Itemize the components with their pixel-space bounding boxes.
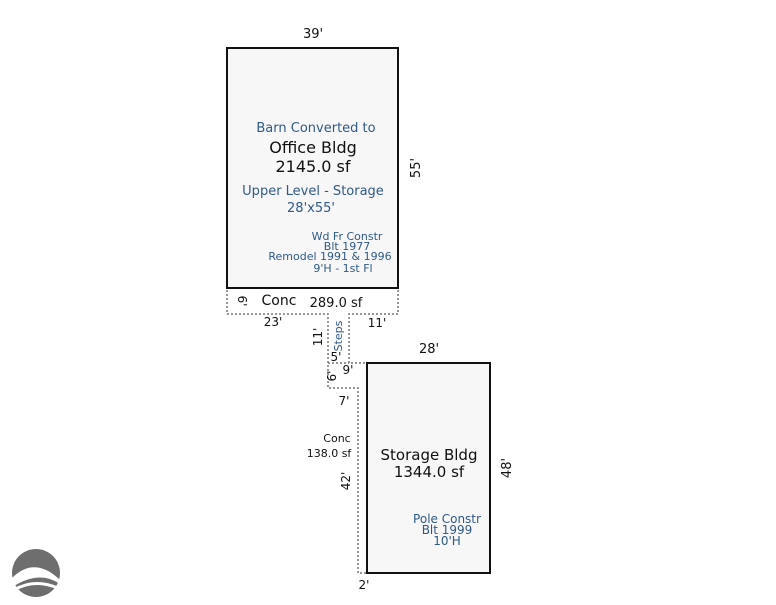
storage-name: Storage Bldg: [381, 446, 478, 464]
sun-over-hills-logo-icon: [12, 549, 60, 597]
office-description: Barn Converted to: [256, 121, 375, 136]
steps-dim-b: 9': [343, 363, 354, 377]
steps-dim-c: 6': [325, 371, 339, 382]
porch-right-dim: 11': [368, 316, 387, 330]
office-built: Blt 1977: [324, 240, 370, 253]
steps-dim-d: 7': [339, 394, 350, 408]
office-name: Office Bldg: [269, 138, 357, 157]
storage-built: Blt 1999: [422, 523, 473, 537]
office-depth-label: 55': [409, 158, 424, 178]
storage-depth-label: 48': [500, 458, 515, 478]
walk-name: Conc: [323, 432, 350, 445]
storage-building-outline: [366, 362, 491, 574]
storage-height: 10'H: [433, 534, 461, 548]
steps-label: Steps: [332, 320, 345, 351]
office-width-label: 39': [303, 27, 323, 42]
concrete-porch-outline: [226, 290, 399, 574]
storage-construction: Pole Constr: [413, 512, 481, 526]
walk-length-dim: 42': [339, 472, 353, 491]
porch-name: Conc: [262, 293, 297, 309]
storage-area: 1344.0 sf: [394, 463, 465, 481]
office-height: 9'H - 1st Fl: [313, 262, 372, 275]
porch-down-dim: 11': [311, 328, 325, 347]
office-building-outline: [226, 47, 399, 289]
office-construction: Wd Fr Constr: [312, 230, 383, 243]
office-remodel: Remodel 1991 & 1996: [268, 250, 391, 263]
porch-front-dim: 23': [264, 315, 283, 329]
porch-area: 289.0 sf: [310, 296, 363, 311]
storage-width-label: 28': [419, 342, 439, 357]
office-upper-size: 28'x55': [287, 201, 335, 216]
office-area: 2145.0 sf: [275, 157, 350, 176]
walk-area: 138.0 sf: [307, 447, 353, 460]
office-upper-level: Upper Level - Storage: [242, 184, 384, 199]
steps-dim-a: 5': [331, 350, 342, 364]
porch-side-dim: 6': [235, 296, 249, 307]
walk-width-dim: 2': [359, 578, 370, 592]
